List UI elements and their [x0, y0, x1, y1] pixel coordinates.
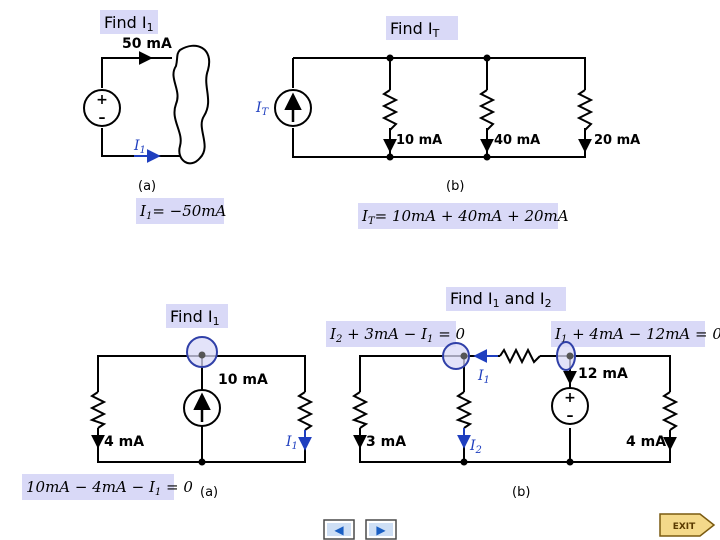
- prompt-highlight: [446, 287, 566, 311]
- bottom-node-1: [460, 458, 468, 466]
- exit-label: EXIT: [673, 522, 696, 532]
- equation-i1: I1= −50mA: [139, 202, 227, 222]
- svg-text:+: +: [96, 92, 108, 108]
- i2-label: I2: [469, 438, 482, 456]
- forward-arrow-icon: ▶: [376, 523, 386, 537]
- current-source: [274, 89, 312, 127]
- wire-top-right: [540, 355, 671, 392]
- current-source: [183, 389, 221, 427]
- voltage-source: + –: [83, 89, 121, 127]
- source-current-label: 50 mA: [122, 36, 172, 52]
- prompt-highlight: [386, 16, 458, 40]
- panel-a-letter: (a): [138, 179, 156, 194]
- panel-a: Find I1 50 mA + – I1 (a) I1= −50mA: [83, 10, 227, 224]
- prompt-highlight: [166, 304, 228, 328]
- resistor-3: [576, 89, 594, 131]
- resistor-series: [499, 347, 541, 365]
- svg-text:–: –: [567, 408, 574, 424]
- i1-label: I1: [133, 138, 146, 156]
- back-arrow-icon: ◀: [334, 523, 344, 537]
- equation-node-left: I2 + 3mA − I1 = 0: [329, 325, 466, 345]
- resistor-2: [478, 89, 496, 131]
- branch-current-3: 20 mA: [594, 133, 640, 148]
- wire-top: [101, 57, 172, 88]
- top-node: [198, 351, 206, 359]
- voltage-source: + –: [551, 387, 589, 425]
- branch-current-2: 40 mA: [494, 133, 540, 148]
- panel-c: Find I1 10 mA 4 mA I1 (a) 10mA − 4mA − I…: [22, 304, 314, 500]
- wire-top: [293, 57, 586, 90]
- panel-b: Find IT IT 10 mA 40 mA 20 mA (b) IT= 10m…: [255, 16, 640, 229]
- equation-highlight: [136, 198, 224, 224]
- bottom-node-2: [566, 458, 574, 466]
- left-current-label: 3 mA: [366, 434, 406, 450]
- wire-bottom: [359, 428, 671, 463]
- node-left: [460, 352, 468, 360]
- equation-node-right: I1 + 4mA − 12mA = 0: [554, 325, 720, 345]
- resistor-1: [381, 89, 399, 131]
- resistor-left: [89, 391, 107, 429]
- i1-label: I1: [477, 368, 490, 386]
- network-blob: [172, 44, 211, 165]
- forward-button[interactable]: ▶: [365, 519, 397, 540]
- prompt-text: Find I1: [104, 13, 154, 34]
- node-highlight-right: [556, 341, 576, 371]
- svg-text:–: –: [99, 110, 106, 126]
- panel-c-letter: (a): [200, 485, 218, 500]
- source-current-label: 12 mA: [578, 366, 628, 382]
- node-right: [566, 352, 574, 360]
- equation-highlight: [22, 474, 174, 500]
- resistor-right: [661, 391, 679, 431]
- resistor-right: [296, 391, 314, 431]
- it-label: IT: [255, 100, 270, 118]
- prompt-highlight: [100, 10, 158, 34]
- equation-kcl: 10mA − 4mA − I1 = 0: [26, 478, 193, 498]
- prompt-text: Find I1 and I2: [450, 289, 552, 310]
- exit-button[interactable]: EXIT: [659, 513, 716, 537]
- left-current-label: 4 mA: [104, 434, 144, 450]
- right-current-label: 4 mA: [626, 434, 666, 450]
- resistor-middle: [455, 391, 473, 429]
- panel-b-letter: (b): [446, 179, 464, 194]
- node-highlight-left: [442, 342, 470, 370]
- equation-right-highlight: [551, 321, 705, 347]
- equation-it: IT= 10mA + 40mA + 20mA: [361, 207, 569, 227]
- prompt-text: Find IT: [390, 19, 440, 40]
- panel-d: Find I1 and I2 I2 + 3mA − I1 = 0 I1 + 4m…: [326, 287, 720, 500]
- back-button[interactable]: ◀: [323, 519, 355, 540]
- prompt-text: Find I1: [170, 307, 220, 328]
- i1-label: I1: [285, 434, 298, 452]
- equation-highlight: [358, 203, 558, 229]
- resistor-left: [351, 391, 369, 429]
- svg-text:+: +: [564, 390, 576, 406]
- branch-current-1: 10 mA: [396, 133, 442, 148]
- source-current-label: 10 mA: [218, 372, 268, 388]
- bottom-node: [198, 458, 206, 466]
- equation-left-highlight: [326, 321, 456, 347]
- nodes: [386, 54, 491, 161]
- panel-d-letter: (b): [512, 485, 530, 500]
